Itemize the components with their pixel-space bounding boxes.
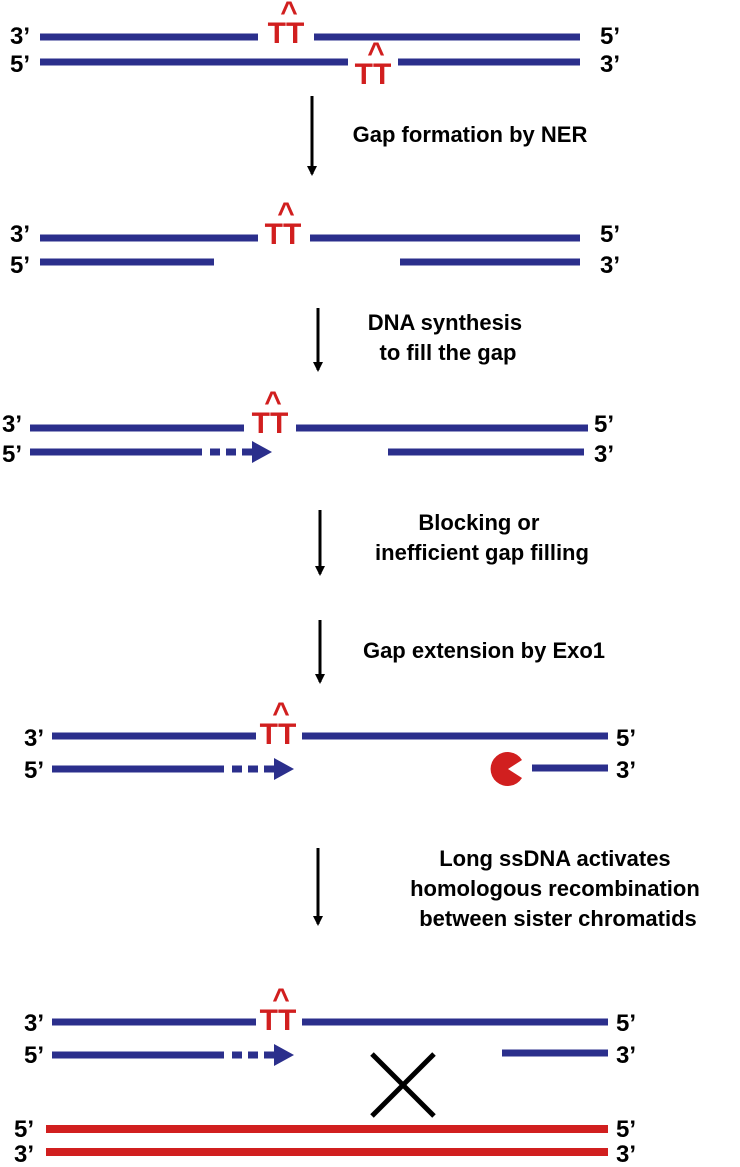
stage-4-bottom-right-end: 3’ [616, 757, 636, 784]
stage-5-sister-bottom-right-end: 3’ [616, 1141, 636, 1167]
stage-2-top-left-end: 3’ [10, 221, 30, 248]
stage-2-top-lesion-bridge: ^ [277, 197, 295, 230]
stage-5-extension-arrowhead [274, 1044, 294, 1066]
step-5-caption-line: homologous recombination [410, 876, 700, 901]
stage-1-top-lesion: TT [268, 17, 305, 50]
stage-5-bottom-left-end: 5’ [24, 1042, 44, 1069]
stage-4-top-lesion-bridge: ^ [272, 697, 290, 730]
stage-5: 3’ TT ^ 5’ 5’ 3’ 5’ 5’ 3’ 3’ [14, 983, 636, 1167]
step-3-caption-line: Blocking or [418, 510, 539, 535]
stage-1-bottom-right-end: 3’ [600, 51, 620, 78]
stage-3-top-lesion-bridge: ^ [264, 386, 282, 419]
stage-1-top-left-end: 3’ [10, 23, 30, 50]
step-5-caption-line: between sister chromatids [419, 906, 697, 931]
step-5-caption-line: Long ssDNA activates [439, 846, 670, 871]
stage-5-top-right-end: 5’ [616, 1010, 636, 1037]
step-3-caption-line: inefficient gap filling [375, 540, 589, 565]
stage-4: 3’ TT ^ 5’ 5’ 3’ [24, 697, 636, 786]
stage-3-bottom-right-end: 3’ [594, 441, 614, 468]
stage-3-top-right-end: 5’ [594, 411, 614, 438]
step-1-caption: Gap formation by NER [353, 122, 588, 147]
stage-2: 3’ TT ^ 5’ 5’ 3’ [10, 197, 620, 279]
stage-4-top-right-end: 5’ [616, 725, 636, 752]
stage-4-bottom-left-end: 5’ [24, 757, 44, 784]
stage-4-top-left-end: 3’ [24, 725, 44, 752]
stage-2-bottom-left-end: 5’ [10, 252, 30, 279]
stage-3-top-left-end: 3’ [2, 411, 22, 438]
stage-2-bottom-right-end: 3’ [600, 252, 620, 279]
step-4-caption: Gap extension by Exo1 [363, 638, 605, 663]
stage-4-top-lesion: TT [260, 718, 297, 751]
step-3-caption: Blocking or inefficient gap filling [375, 510, 589, 565]
stage-2-top-right-end: 5’ [600, 221, 620, 248]
stage-2-top-lesion: TT [265, 218, 302, 251]
step-2-caption-line: to fill the gap [380, 340, 517, 365]
stage-4-extension-arrowhead [274, 758, 294, 780]
step-2-caption: DNA synthesis to fill the gap [368, 310, 529, 365]
stage-1-bottom-left-end: 5’ [10, 51, 30, 78]
stage-3: 3’ TT ^ 5’ 5’ 3’ [2, 386, 614, 468]
stage-1: 3’ TT ^ 5’ 5’ TT ^ 3’ [10, 0, 620, 91]
stage-5-top-lesion-bridge: ^ [272, 983, 290, 1016]
step-1-caption-line: Gap formation by NER [353, 122, 588, 147]
stage-1-bottom-lesion-bridge: ^ [367, 37, 385, 70]
step-5-caption: Long ssDNA activates homologous recombin… [410, 846, 706, 931]
stage-5-sister-bottom-left-end: 3’ [14, 1141, 34, 1167]
stage-5-top-lesion: TT [260, 1004, 297, 1037]
stage-1-bottom-lesion: TT [355, 58, 392, 91]
stage-1-top-lesion-bridge: ^ [280, 0, 298, 29]
stage-3-extension-arrowhead [252, 441, 272, 463]
stage-3-bottom-left-end: 5’ [2, 441, 22, 468]
stage-5-sister-top-right-end: 5’ [616, 1116, 636, 1143]
exo1-pacman-icon [490, 751, 522, 786]
step-4-caption-line: Gap extension by Exo1 [363, 638, 605, 663]
stage-5-top-left-end: 3’ [24, 1010, 44, 1037]
stage-3-top-lesion: TT [252, 407, 289, 440]
step-2-caption-line: DNA synthesis [368, 310, 522, 335]
stage-5-sister-top-left-end: 5’ [14, 1116, 34, 1143]
stage-1-top-right-end: 5’ [600, 23, 620, 50]
crossover-x-icon [370, 1052, 436, 1118]
stage-5-bottom-right-end: 3’ [616, 1042, 636, 1069]
